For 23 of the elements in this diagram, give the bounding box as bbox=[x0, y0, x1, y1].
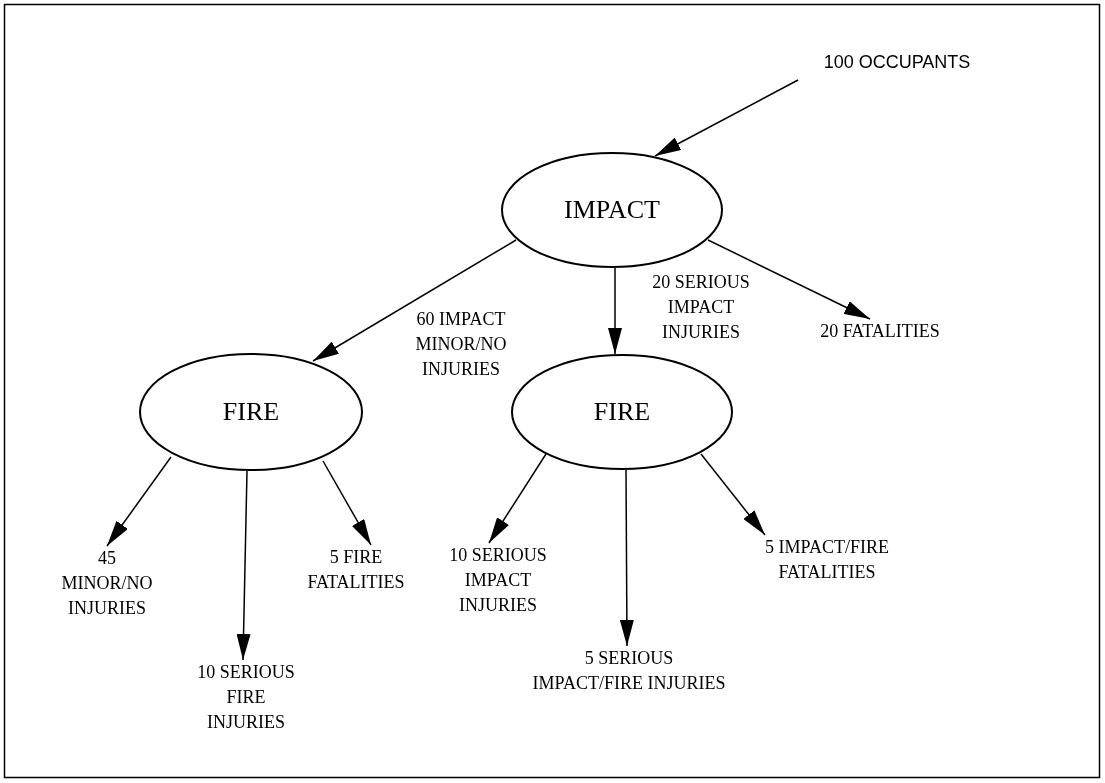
outcome-text: 10 SERIOUS FIRE INJURIES bbox=[191, 660, 301, 735]
node-label: FIRE bbox=[222, 397, 280, 427]
node-label: FIRE bbox=[593, 397, 651, 427]
arrow bbox=[619, 469, 634, 647]
outcome-text: 100 OCCUPANTS bbox=[802, 50, 992, 75]
outcome-text: 5 IMPACT/FIRE FATALITIES bbox=[747, 535, 907, 585]
edge-label: 60 IMPACT MINOR/NO INJURIES bbox=[414, 308, 508, 381]
outcome-text: 10 SERIOUS IMPACT INJURIES bbox=[435, 543, 561, 618]
arrow bbox=[608, 267, 622, 355]
arrow bbox=[322, 460, 372, 546]
arrow bbox=[654, 79, 799, 157]
outcome-text: 5 SERIOUS IMPACT/FIRE INJURIES bbox=[528, 646, 730, 696]
arrow bbox=[106, 456, 172, 547]
arrow bbox=[707, 239, 871, 320]
edge-label: 20 SERIOUS IMPACT INJURIES bbox=[651, 271, 751, 344]
outcome-text: 20 FATALITIES bbox=[805, 319, 955, 344]
outcome-text: 45 MINOR/NO INJURIES bbox=[54, 546, 160, 621]
outcome-text: 5 FIRE FATALITIES bbox=[296, 545, 416, 595]
arrow bbox=[488, 453, 547, 544]
node-label: IMPACT bbox=[564, 195, 660, 225]
arrow bbox=[700, 453, 766, 536]
arrow bbox=[236, 470, 251, 661]
arrow bbox=[312, 239, 517, 362]
